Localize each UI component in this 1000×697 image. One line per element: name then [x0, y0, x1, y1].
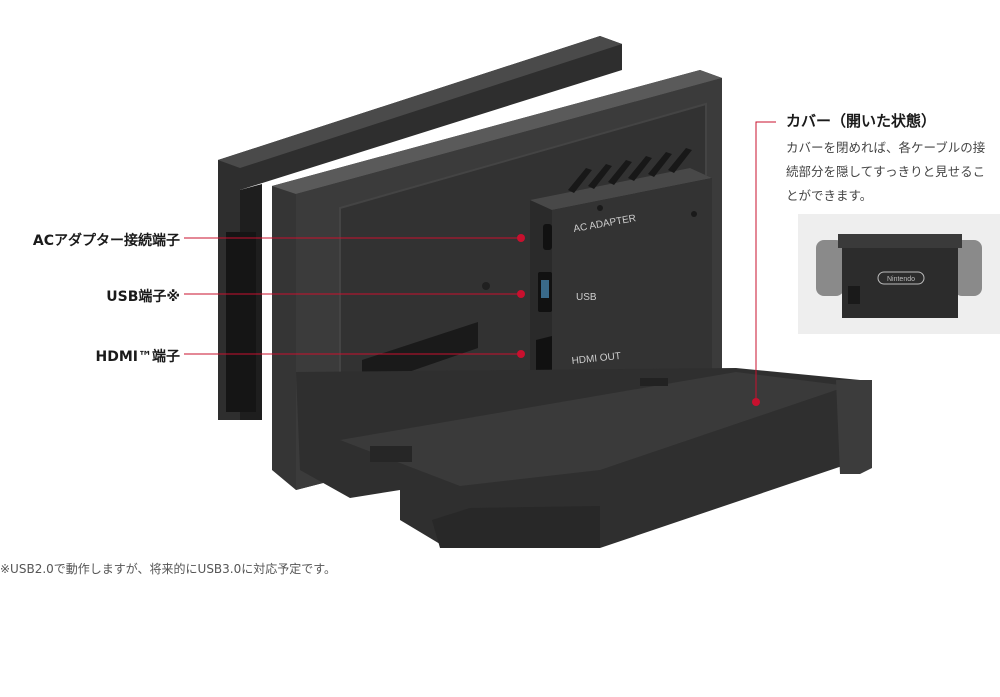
cover-callout-dot	[752, 398, 760, 406]
nintendo-logo-text: Nintendo	[887, 276, 915, 283]
ac-port	[543, 224, 552, 250]
ac-adapter-callout: ACアダプター接続端子	[32, 233, 180, 249]
closed-dock-thumbnail: Nintendo	[798, 214, 1000, 334]
hdmi-callout-dot	[517, 350, 525, 358]
callout-lines	[184, 121, 776, 402]
usb-callout-dot	[517, 290, 525, 298]
cover-description: カバーを閉めれば、各ケーブルの接 続部分を隠してすっきりと見せるこ とができます…	[786, 140, 986, 203]
usb-footnote: ※USB2.0で動作しますが、将来的にUSB3.0に対応予定です。	[0, 562, 337, 576]
ac-callout-dot	[517, 234, 525, 242]
hdmi-callout: HDMI™端子	[95, 349, 180, 365]
cover-title: カバー（開いた状態）	[786, 112, 937, 130]
usb-callout: USB端子※	[106, 289, 180, 305]
dock-back-panel	[218, 36, 622, 420]
usb-port-label: USB	[576, 292, 597, 303]
hdmi-port-label: HDMI OUT	[571, 351, 621, 367]
cover-plate	[296, 368, 872, 548]
port-block	[530, 148, 712, 414]
